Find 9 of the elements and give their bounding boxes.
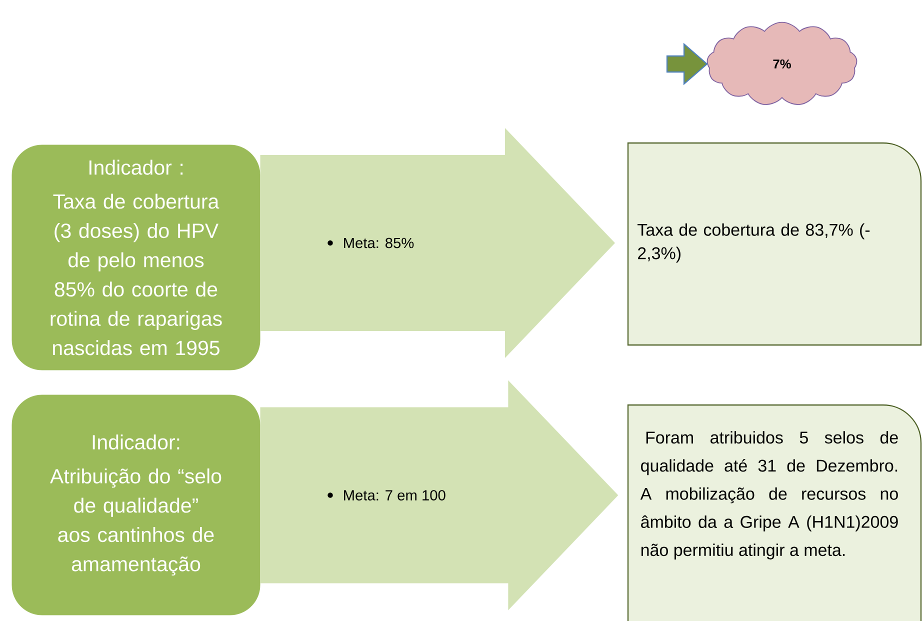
indicator-box: Indicador : Taxa de cobertura (3 doses) do HPV de pelo menos 85% do coorte de rotina de raparigas nascidas em 1995 xyxy=(12,144,260,370)
indicator-box: Indicador: Atribuição do “selo de qualidade” aos cantinhos de amamentação xyxy=(12,394,260,616)
block-arrow xyxy=(260,128,615,358)
edge-label: Meta: 7 em 100 xyxy=(344,490,446,500)
arrow xyxy=(666,42,708,86)
result-box: Foram atribuidos 5 selos de qualidade até 31 de Dezembro. A mobilização de recursos no âmbito da a Gripe A (H1N1)2009 não permitiu atingir a meta. xyxy=(627,404,922,621)
block-arrow xyxy=(260,380,618,610)
result-box: Taxa de cobertura de 83,7% (- 2,3%) xyxy=(627,142,922,346)
edge-label: Meta: 85% xyxy=(344,238,414,248)
